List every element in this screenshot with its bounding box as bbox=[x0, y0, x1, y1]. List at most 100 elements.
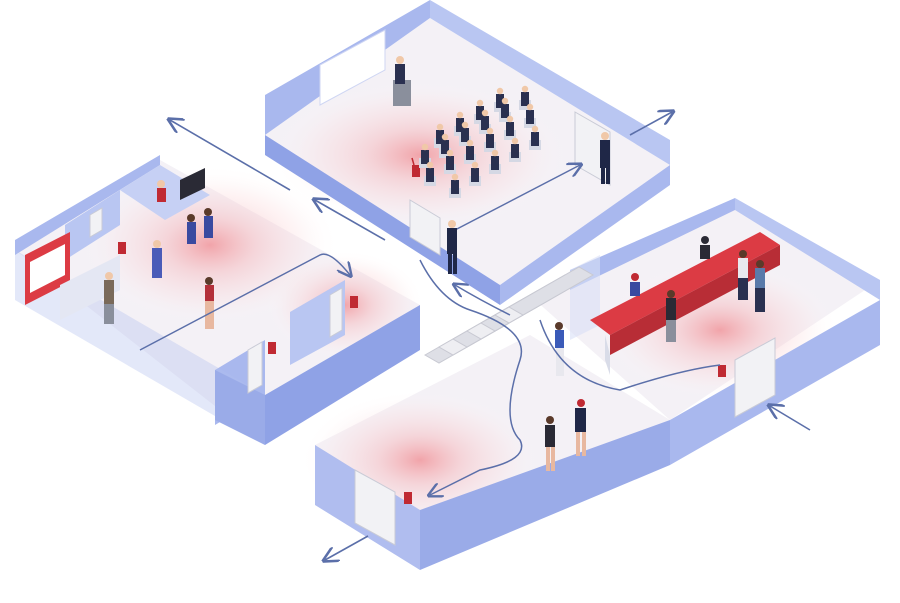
person-icon bbox=[157, 180, 166, 202]
screen-icon bbox=[180, 168, 205, 200]
person-icon bbox=[575, 399, 586, 456]
person-icon bbox=[451, 180, 459, 194]
arrow-icon bbox=[629, 112, 672, 136]
audience bbox=[419, 85, 541, 198]
arrow-icon bbox=[325, 535, 369, 560]
conference-room bbox=[265, 0, 670, 305]
person-icon bbox=[456, 118, 464, 132]
person-head bbox=[521, 85, 529, 93]
person-head bbox=[451, 173, 459, 181]
arrow-icon bbox=[419, 259, 523, 495]
arrow-icon bbox=[770, 406, 811, 431]
person-head bbox=[491, 149, 499, 157]
person-head bbox=[506, 115, 514, 123]
person-head bbox=[456, 111, 464, 119]
reception-area bbox=[535, 198, 880, 465]
person-icon bbox=[471, 168, 479, 182]
person-icon bbox=[481, 116, 489, 130]
conference-front-right-wall bbox=[500, 165, 670, 305]
counter-red-front bbox=[610, 245, 780, 355]
router-icon bbox=[118, 242, 126, 254]
door-icon[interactable] bbox=[354, 469, 396, 546]
person-icon bbox=[441, 140, 449, 154]
person-head bbox=[436, 123, 444, 131]
person-icon bbox=[501, 104, 509, 118]
left-front-right-wall bbox=[265, 305, 420, 445]
person-head bbox=[496, 87, 504, 95]
person-head bbox=[441, 133, 449, 141]
person-icon bbox=[666, 290, 676, 342]
person-icon bbox=[526, 110, 534, 124]
person-head bbox=[501, 97, 509, 105]
person-icon bbox=[738, 250, 748, 300]
arrow-icon bbox=[455, 285, 511, 316]
arrow-icon bbox=[454, 165, 580, 231]
arrow-icon bbox=[539, 319, 721, 391]
person-icon bbox=[152, 240, 162, 278]
person-head bbox=[486, 127, 494, 135]
person-icon bbox=[521, 92, 529, 106]
desk-counter bbox=[60, 255, 120, 320]
person-icon bbox=[496, 94, 504, 108]
person-head bbox=[466, 139, 474, 147]
conference-back-right-wall bbox=[430, 0, 670, 165]
person-icon bbox=[436, 130, 444, 144]
person-head bbox=[481, 109, 489, 117]
person-icon bbox=[531, 132, 539, 146]
person-icon bbox=[630, 273, 640, 296]
reception-back-right-wall bbox=[735, 198, 880, 300]
person-icon bbox=[600, 132, 610, 184]
person-icon bbox=[755, 260, 765, 312]
person-icon bbox=[104, 272, 114, 324]
door-icon[interactable] bbox=[734, 337, 776, 418]
person-head bbox=[471, 161, 479, 169]
person-head bbox=[421, 143, 429, 151]
lobby bbox=[300, 220, 670, 570]
arrow-icon bbox=[170, 120, 291, 191]
reception-back-wall bbox=[570, 198, 735, 290]
person-icon bbox=[545, 416, 555, 471]
arrow-icon bbox=[139, 253, 350, 351]
door-icon[interactable] bbox=[409, 199, 441, 256]
kiosk-screen bbox=[30, 244, 65, 293]
door-icon[interactable] bbox=[329, 287, 343, 338]
door-icon[interactable] bbox=[89, 207, 103, 238]
person-icon bbox=[446, 156, 454, 170]
person-icon bbox=[506, 122, 514, 136]
person-icon bbox=[421, 150, 429, 164]
router-icon bbox=[404, 492, 412, 504]
person-head bbox=[426, 161, 434, 169]
router-icon bbox=[268, 342, 276, 354]
counter-red bbox=[590, 232, 780, 335]
lobby-front-wall bbox=[420, 420, 670, 570]
person-icon bbox=[511, 144, 519, 158]
reception-glass-wall bbox=[570, 255, 600, 340]
person-icon bbox=[476, 106, 484, 120]
conference-front-left-wall bbox=[265, 135, 500, 305]
person-head bbox=[531, 125, 539, 133]
left-back-wall bbox=[15, 155, 160, 255]
router-icon bbox=[718, 365, 726, 377]
person-icon bbox=[447, 220, 457, 274]
person-icon bbox=[426, 168, 434, 182]
person-head bbox=[526, 103, 534, 111]
person-icon bbox=[461, 128, 469, 142]
person-icon bbox=[700, 236, 710, 259]
person-icon bbox=[205, 277, 214, 329]
router-icon bbox=[350, 296, 358, 308]
person-icon bbox=[486, 134, 494, 148]
stairs-icon bbox=[423, 266, 595, 364]
person-icon bbox=[187, 214, 196, 244]
person-head bbox=[446, 149, 454, 157]
person-head bbox=[511, 137, 519, 145]
person-head bbox=[461, 121, 469, 129]
counter-base bbox=[605, 335, 610, 375]
person-icon bbox=[393, 56, 411, 106]
stair-step bbox=[507, 266, 595, 316]
person-head bbox=[476, 99, 484, 107]
router-icon bbox=[411, 157, 420, 177]
door-icon[interactable] bbox=[247, 341, 263, 394]
person-icon bbox=[555, 322, 564, 376]
person-icon bbox=[204, 208, 213, 238]
